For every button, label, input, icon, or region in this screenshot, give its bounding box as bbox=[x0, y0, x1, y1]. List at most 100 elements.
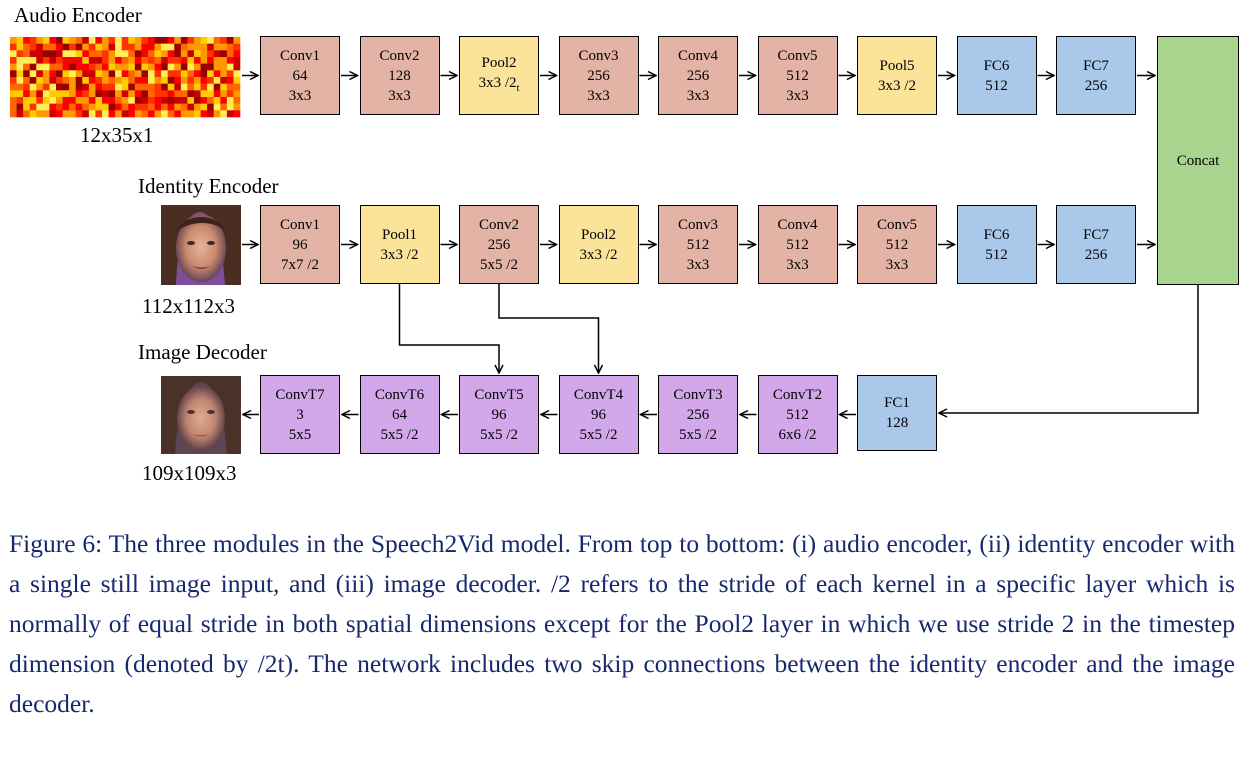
spectrogram-cell bbox=[134, 57, 142, 64]
spectrogram-cell bbox=[141, 77, 149, 84]
spectrogram-cell bbox=[148, 77, 155, 84]
skip-connection-pool1-convt5 bbox=[398, 284, 500, 373]
spectrogram-cell bbox=[128, 57, 136, 64]
layer-text-line: 3x3 /2 bbox=[380, 246, 419, 263]
spectrogram-cell bbox=[154, 50, 162, 58]
layer-text-line: FC6 bbox=[983, 57, 1010, 74]
spectrogram-cell bbox=[82, 50, 90, 58]
spectrogram-cell bbox=[226, 97, 234, 104]
spectrogram-cell bbox=[56, 57, 63, 64]
spectrogram-cell bbox=[115, 70, 123, 78]
spectrogram-cell bbox=[128, 97, 136, 104]
spectrogram-cell bbox=[23, 83, 31, 91]
spectrogram-cell bbox=[16, 37, 24, 44]
spectrogram-cell bbox=[207, 77, 215, 84]
spectrogram-cell bbox=[42, 50, 50, 58]
spectrogram-cell bbox=[29, 77, 37, 84]
spectrogram-cell bbox=[167, 50, 175, 58]
spectrogram-cell bbox=[82, 37, 90, 44]
spectrogram-cell bbox=[141, 70, 149, 78]
spectrogram-cell bbox=[128, 50, 136, 58]
spectrogram-cell bbox=[36, 50, 44, 58]
spectrogram-cell bbox=[102, 77, 109, 84]
layer-text-line: FC1 bbox=[884, 395, 910, 411]
spectrogram-cell bbox=[23, 63, 31, 71]
spectrogram-cell bbox=[62, 63, 70, 71]
spectrogram-cell bbox=[49, 97, 57, 104]
spectrogram-cell bbox=[88, 77, 96, 84]
spectrogram-cell bbox=[42, 77, 50, 84]
spectrogram-cell bbox=[36, 37, 44, 44]
spectrogram-cell bbox=[29, 57, 37, 64]
spectrogram-cell bbox=[148, 37, 155, 44]
spectrogram-cell bbox=[207, 43, 215, 51]
spectrogram-cell bbox=[207, 37, 215, 44]
spectrogram-cell bbox=[128, 37, 136, 44]
layer-text-line: Pool2 bbox=[481, 54, 517, 71]
spectrogram-cell bbox=[128, 43, 136, 51]
spectrogram-cell bbox=[141, 37, 149, 44]
spectrogram-cell bbox=[134, 43, 142, 51]
spectrogram-cell bbox=[36, 83, 44, 91]
spectrogram-cell bbox=[62, 37, 70, 44]
spectrogram-cell bbox=[56, 103, 63, 111]
layer-text-line: 5x5 /2 bbox=[480, 256, 518, 273]
spectrogram-cell bbox=[148, 63, 155, 71]
layer-text-line: 3x3 bbox=[786, 87, 809, 104]
spectrogram-cell bbox=[23, 97, 31, 104]
layer-text-line: ConvT5 bbox=[474, 386, 524, 403]
spectrogram-cell bbox=[95, 63, 103, 71]
spectrogram-cell bbox=[161, 63, 169, 71]
spectrogram-cell bbox=[121, 90, 129, 98]
layer-text-line: FC7 bbox=[1083, 57, 1109, 74]
spectrogram-cell bbox=[115, 90, 123, 98]
spectrogram-cell bbox=[56, 110, 63, 118]
spectrogram-cell bbox=[108, 90, 116, 98]
spectrogram-cell bbox=[36, 63, 44, 71]
layer-text-line: 512 bbox=[686, 236, 710, 253]
spectrogram-cell bbox=[62, 70, 70, 78]
spectrogram-cell bbox=[23, 103, 31, 111]
spectrogram-cell bbox=[10, 103, 17, 111]
layer-text-line: ConvT4 bbox=[573, 386, 624, 403]
spectrogram-cell bbox=[49, 50, 57, 58]
layer-text-line: 256 bbox=[487, 236, 511, 253]
layer-text-line: Pool1 bbox=[381, 226, 417, 243]
spectrogram-cell bbox=[115, 97, 123, 104]
spectrogram-cell bbox=[233, 37, 241, 44]
layer-text-line: FC7 bbox=[1083, 226, 1109, 243]
spectrogram-cell bbox=[200, 43, 208, 51]
spectrogram-cell bbox=[213, 103, 221, 111]
spectrogram-cell bbox=[180, 77, 188, 84]
spectrogram-cell bbox=[141, 103, 149, 111]
spectrogram-cell bbox=[167, 63, 175, 71]
spectrogram-cell bbox=[174, 57, 182, 64]
layer-text-line: 256 bbox=[1084, 77, 1108, 94]
spectrogram-cell bbox=[233, 57, 241, 64]
layer-text-line: 5x5 /2 bbox=[579, 426, 618, 443]
spectrogram-cell bbox=[108, 57, 116, 64]
spectrogram-cell bbox=[75, 103, 83, 111]
spectrogram-cell bbox=[154, 77, 162, 84]
spectrogram-cell bbox=[220, 57, 228, 64]
spectrogram-cell bbox=[161, 77, 169, 84]
spectrogram-cell bbox=[42, 103, 50, 111]
spectrogram-cell bbox=[121, 57, 129, 64]
spectrogram-cell bbox=[167, 90, 175, 98]
spectrogram-cell bbox=[56, 37, 63, 44]
spectrogram-cell bbox=[36, 57, 44, 64]
spectrogram-cell bbox=[213, 90, 221, 98]
spectrogram-cell bbox=[102, 57, 109, 64]
spectrogram-cell bbox=[16, 77, 24, 84]
spectrogram-cell bbox=[134, 63, 142, 71]
spectrogram-cell bbox=[233, 83, 241, 91]
layer-text-line: 96 bbox=[591, 406, 606, 423]
layer-text-line: Conv2 bbox=[478, 216, 519, 233]
spectrogram-cell bbox=[115, 50, 123, 58]
layer-text-line: 7x7 /2 bbox=[281, 256, 319, 273]
